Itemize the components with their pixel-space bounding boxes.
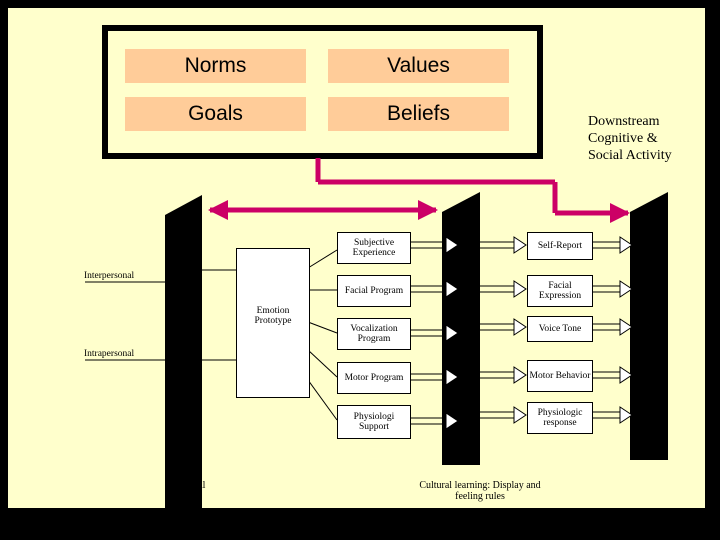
emotion-prototype-label: Emotion Prototype [254, 305, 292, 326]
program-facial: Facial Program [337, 275, 411, 307]
output-facial-expression: Facial Expression [527, 275, 593, 307]
culture-goals: Goals [125, 97, 306, 131]
prototype-fanout [307, 249, 338, 421]
appraisal-wall [165, 195, 202, 508]
culture-to-output-arrows [480, 236, 527, 424]
program-arrows [410, 236, 459, 430]
output-motor-behavior: Motor Behavior [527, 360, 593, 392]
emotion-prototype-box: Emotion Prototype [236, 248, 310, 398]
cultural-learning-label: Cultural learning: Display and feeling r… [419, 480, 541, 502]
culture-norms: Norms [125, 49, 306, 83]
output-to-downstream-arrows [592, 236, 633, 424]
output-physiologic-response: Physiologic response [527, 402, 593, 434]
program-vocalization: Vocalization Program [337, 318, 411, 350]
cultural-wall [442, 192, 480, 465]
program-motor: Motor Program [337, 362, 411, 394]
downstream-wall [630, 192, 668, 460]
intrapersonal-label: Intrapersonal [84, 349, 135, 359]
culture-connectors [208, 158, 630, 223]
appraisal-system-label: Appraisal System [166, 480, 206, 502]
culture-frame [102, 25, 543, 159]
program-physiologic-support: Physiologi Support [337, 405, 411, 439]
output-self-report: Self-Report [527, 232, 593, 260]
program-subjective-experience: Subjective Experience [337, 232, 411, 264]
culture-values: Values [328, 49, 509, 83]
output-voice-tone: Voice Tone [527, 316, 593, 342]
input-lines [85, 269, 236, 361]
downstream-label: Downstream Cognitive & Social Activity [588, 114, 672, 163]
interpersonal-label: Interpersonal [84, 271, 135, 281]
culture-beliefs: Beliefs [328, 97, 509, 131]
